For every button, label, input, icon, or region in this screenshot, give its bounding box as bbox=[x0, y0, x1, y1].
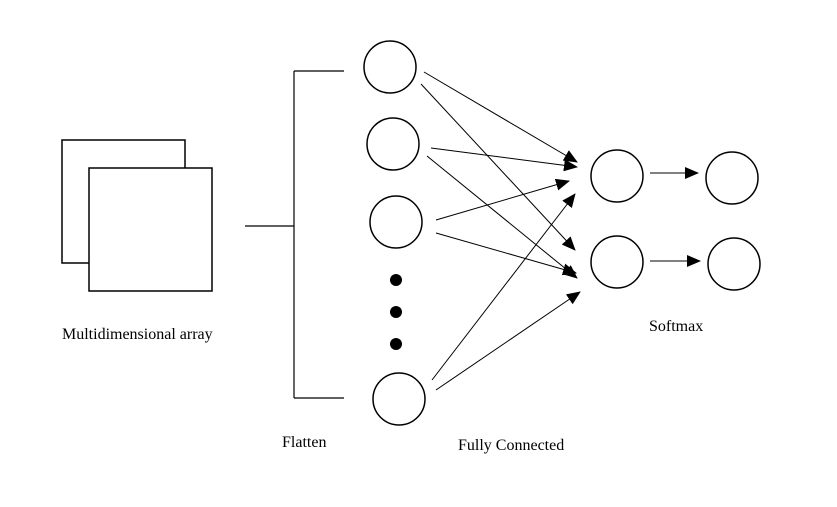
fc-node bbox=[590, 149, 644, 203]
softmax-node bbox=[705, 151, 759, 205]
fully-connected-edges bbox=[420, 71, 581, 391]
softmax-label: Softmax bbox=[649, 318, 704, 335]
softmax-edges bbox=[650, 167, 701, 267]
flatten-bracket bbox=[245, 70, 344, 399]
edge bbox=[423, 71, 578, 163]
edge bbox=[420, 83, 576, 251]
fc-node bbox=[590, 235, 644, 289]
multidimensional-array bbox=[61, 139, 213, 292]
flattened-nodes bbox=[363, 40, 426, 426]
softmax-node bbox=[707, 237, 761, 291]
edge bbox=[430, 147, 578, 172]
array-front-square bbox=[88, 167, 213, 292]
edge bbox=[435, 291, 581, 391]
softmax-nodes bbox=[705, 151, 761, 291]
edge bbox=[426, 155, 578, 279]
input-node bbox=[366, 117, 420, 171]
edge bbox=[435, 178, 570, 221]
fully-connected-label: Fully Connected bbox=[458, 437, 565, 454]
fully-connected-nodes bbox=[590, 149, 644, 289]
multidimensional-array-label: Multidimensional array bbox=[62, 326, 213, 343]
edge bbox=[435, 232, 577, 276]
flatten-label: Flatten bbox=[282, 434, 327, 451]
input-node bbox=[372, 372, 426, 426]
input-node bbox=[369, 195, 423, 249]
edge bbox=[431, 193, 576, 381]
input-node bbox=[363, 40, 417, 94]
ellipsis-dots bbox=[390, 274, 402, 350]
